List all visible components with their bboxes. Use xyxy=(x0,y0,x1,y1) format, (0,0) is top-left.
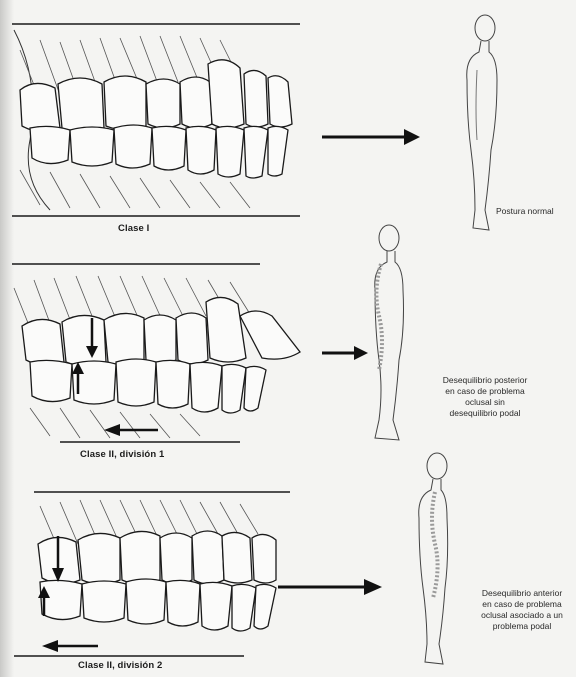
teeth-illustration-class-1 xyxy=(0,20,320,220)
arrow-icon-row-1 xyxy=(322,128,422,146)
note-posture-anterior: Desequilibrio anterior en caso de proble… xyxy=(470,588,574,632)
posture-figure-normal xyxy=(455,10,515,238)
posture-figure-anterior xyxy=(405,448,465,670)
note-posture-posterior: Desequilibrio posterior en caso de probl… xyxy=(430,375,540,419)
arrow-icon-row-2 xyxy=(322,345,370,361)
caption-class-2-div-1: Clase II, división 1 xyxy=(80,449,164,460)
note-posture-normal: Postura normal xyxy=(496,206,554,217)
caption-class-2-div-2: Clase II, división 2 xyxy=(78,660,162,671)
arrow-icon-row-3 xyxy=(278,578,384,596)
teeth-illustration-class-2-div-2 xyxy=(0,486,320,658)
posture-figure-posterior xyxy=(365,220,425,446)
teeth-illustration-class-2-div-1 xyxy=(0,258,320,448)
caption-class-1: Clase I xyxy=(118,223,149,234)
